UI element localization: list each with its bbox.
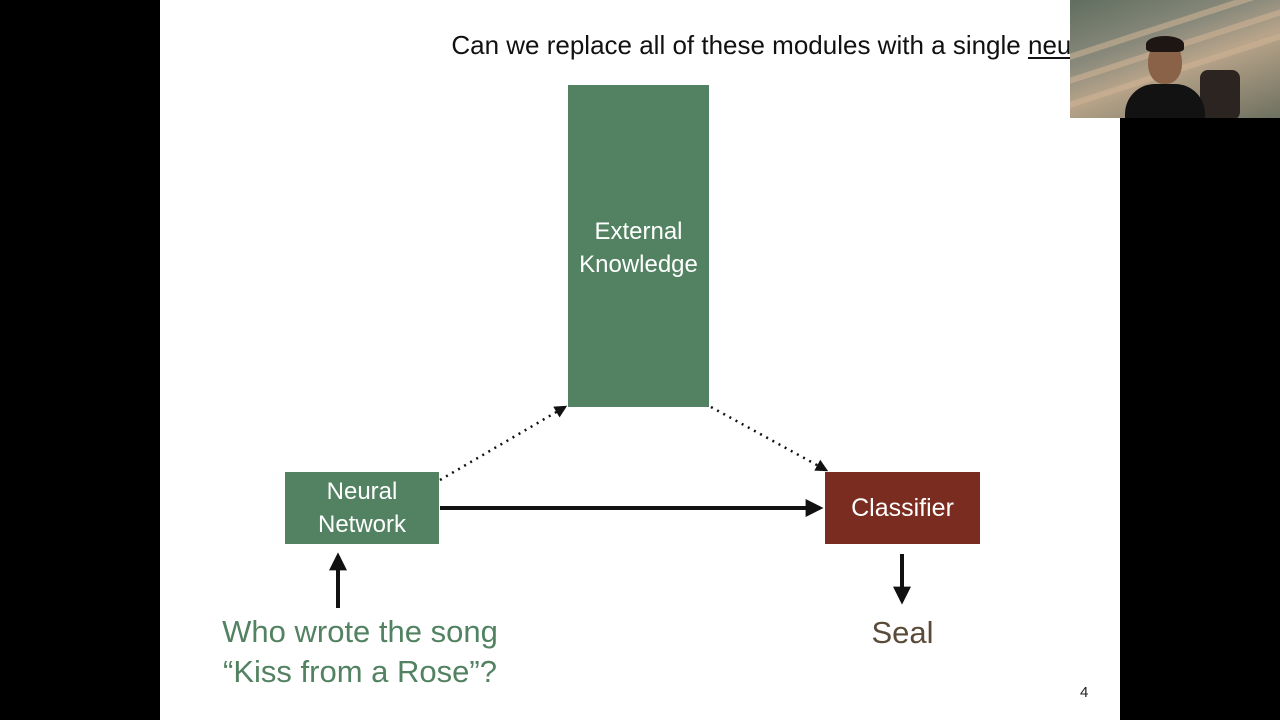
- classifier-label: Classifier: [851, 493, 954, 522]
- dotted-arrow-neural-to-knowledge: [439, 405, 568, 482]
- title-text: Can we replace all of these modules with…: [451, 30, 1028, 60]
- slide: Can we replace all of these modules with…: [160, 0, 1120, 720]
- presenter-torso: [1125, 84, 1205, 118]
- external-knowledge-label: External Knowledge: [579, 218, 698, 278]
- external-knowledge-box: External Knowledge: [568, 85, 709, 407]
- page-number: 4: [1080, 684, 1089, 701]
- answer-text: Seal: [871, 615, 934, 650]
- classifier-box: Classifier: [825, 472, 980, 544]
- arrows-layer: [329, 405, 911, 608]
- webcam-video: [1070, 0, 1280, 118]
- presenter-hair: [1146, 36, 1184, 52]
- neural-network-box: Neural Network: [285, 472, 439, 544]
- dotted-arrow-knowledge-to-classifier: [710, 405, 829, 472]
- neural-network-label: Neural Network: [317, 478, 407, 538]
- question-text: Who wrote the song “Kiss from a Rose”?: [222, 614, 498, 689]
- chair-shape: [1200, 70, 1240, 118]
